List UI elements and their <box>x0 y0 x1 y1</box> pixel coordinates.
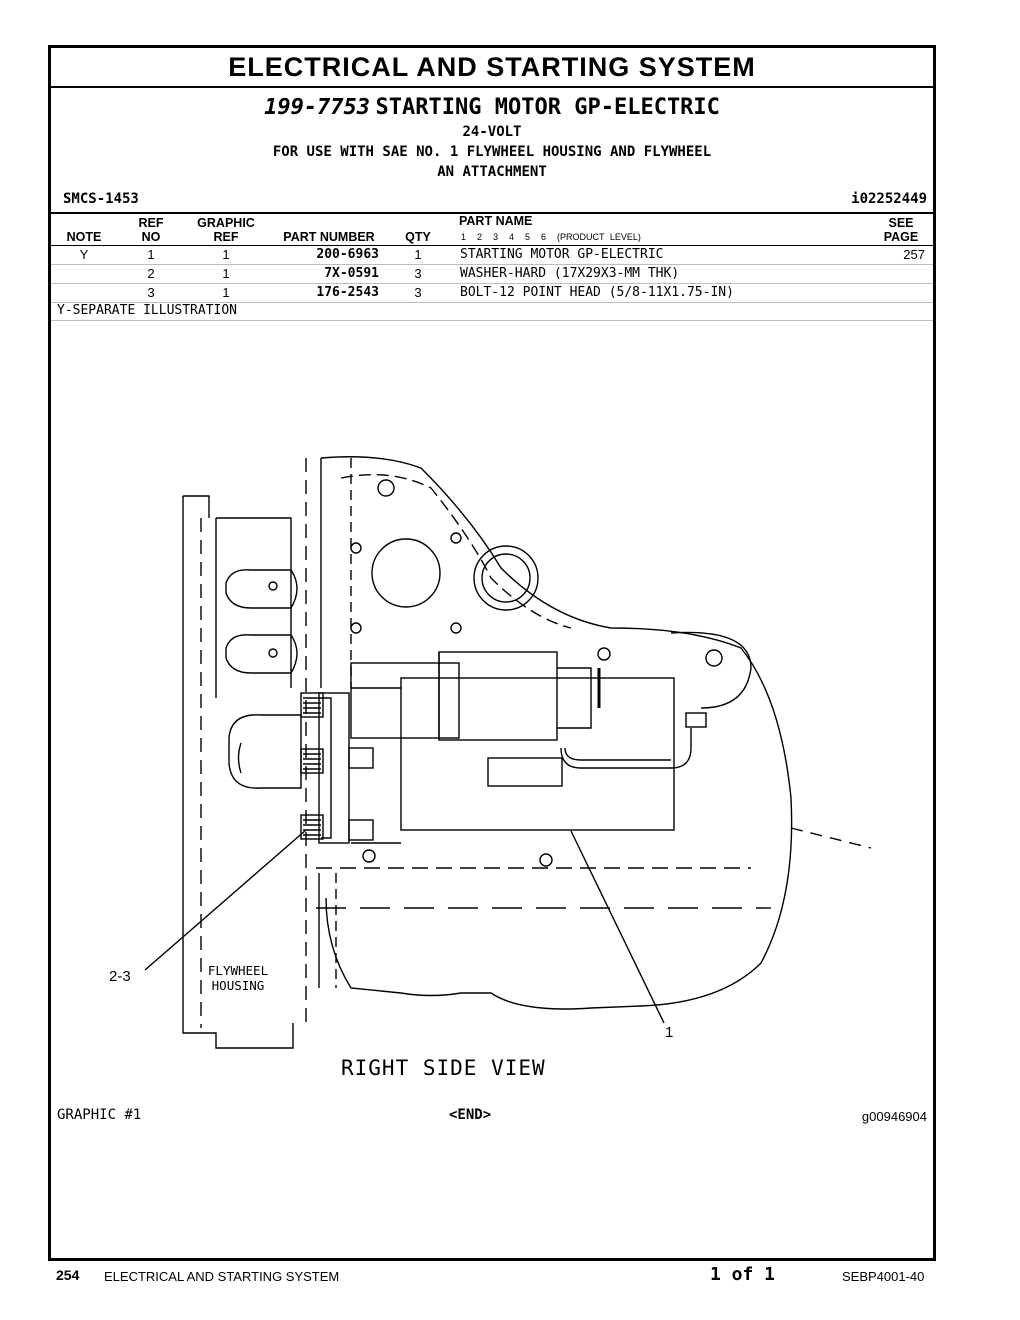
row-part-name: BOLT-12 POINT HEAD (5/8-11X1.75-IN) <box>460 285 734 300</box>
group-number: 199-7753 <box>264 95 371 120</box>
info-id: i02252449 <box>851 191 927 207</box>
row-qty: 3 <box>414 285 422 300</box>
row-qty: 3 <box>414 266 422 281</box>
col-see-page-header-top: SEE <box>888 216 914 230</box>
page-of-count: 1 of 1 <box>710 1264 776 1285</box>
table-header-rule <box>51 245 933 246</box>
table-row: 3 1 176-2543 3 BOLT-12 POINT HEAD (5/8-1… <box>51 284 933 302</box>
table-note: Y-SEPARATE ILLUSTRATION <box>57 303 238 318</box>
col-note-header: NOTE <box>66 230 102 244</box>
row-divider <box>51 264 933 265</box>
row-ref-no: 3 <box>147 285 155 300</box>
table-row: 2 1 7X-0591 3 WASHER-HARD (17X29X3-MM TH… <box>51 265 933 283</box>
leader-2-3 <box>144 829 307 971</box>
row-graphic-ref: 1 <box>222 266 230 281</box>
usage-line: FOR USE WITH SAE NO. 1 FLYWHEEL HOUSING … <box>272 144 712 160</box>
row-ref-no: 1 <box>147 247 155 262</box>
row-part-number: 176-2543 <box>316 285 379 300</box>
row-part-name: STARTING MOTOR GP-ELECTRIC <box>460 247 664 262</box>
flywheel-boss <box>225 569 298 609</box>
col-graphic-header-bottom: REF <box>213 230 239 244</box>
group-heading: 199-7753 STARTING MOTOR GP-ELECTRIC <box>51 94 933 120</box>
row-graphic-ref: 1 <box>222 285 230 300</box>
col-qty-header: QTY <box>405 230 431 244</box>
col-see-page-header-bottom: PAGE <box>883 230 919 244</box>
callout-2-3: 2-3 <box>109 968 131 985</box>
row-graphic-ref: 1 <box>222 247 230 262</box>
end-marker: <END> <box>449 1107 492 1123</box>
col-ref-header-top: REF <box>138 216 164 230</box>
table-top-rule <box>51 212 933 214</box>
row-part-name: WASHER-HARD (17X29X3-MM THK) <box>460 266 680 281</box>
starting-motor-illustration <box>144 456 872 1049</box>
footer-section-title: ELECTRICAL AND STARTING SYSTEM <box>104 1269 340 1284</box>
table-row: Y 1 1 200-6963 1 STARTING MOTOR GP-ELECT… <box>51 246 933 264</box>
engine-block-outline <box>320 456 793 1010</box>
title-divider <box>51 86 933 88</box>
starter-motor-body <box>400 677 675 831</box>
col-graphic-header-top: GRAPHIC <box>197 216 255 230</box>
col-part-name-header: PART NAME <box>459 214 533 228</box>
row-divider <box>51 283 933 284</box>
flywheel-housing-edge <box>182 496 294 1049</box>
row-part-number: 7X-0591 <box>324 266 379 281</box>
attachment-line: AN ATTACHMENT <box>437 164 547 180</box>
row-ref-no: 2 <box>147 266 155 281</box>
page-title: ELECTRICAL AND STARTING SYSTEM <box>228 52 756 82</box>
row-qty: 1 <box>414 247 422 262</box>
callout-1: 1 <box>665 1024 674 1041</box>
smcs-code: SMCS-1453 <box>63 191 139 207</box>
row-divider <box>51 302 933 303</box>
flywheel-label-line1: FLYWHEEL <box>207 963 269 978</box>
block-port <box>371 538 441 608</box>
page-frame: ELECTRICAL AND STARTING SYSTEM 199-7753 … <box>48 45 936 1261</box>
page-number: 254 <box>56 1267 80 1283</box>
col-ref-header-bottom: NO <box>141 230 161 244</box>
leader-1 <box>570 830 665 1024</box>
graphic-label: GRAPHIC #1 <box>57 1107 142 1123</box>
solenoid <box>350 662 460 739</box>
graphic-id: g00946904 <box>861 1109 927 1124</box>
row-part-number: 200-6963 <box>316 247 379 262</box>
flywheel-label-line2: HOUSING <box>211 978 265 993</box>
col-part-number-header: PART NUMBER <box>283 230 375 244</box>
product-level-scale: 1 2 3 4 5 6 (PRODUCT LEVEL) <box>461 232 641 242</box>
row-note: Y <box>79 247 89 262</box>
row-see-page: 257 <box>903 247 925 262</box>
row-divider <box>51 320 933 321</box>
document-id: SEBP4001-40 <box>842 1269 925 1284</box>
voltage-line: 24-VOLT <box>462 124 522 140</box>
group-name: STARTING MOTOR GP-ELECTRIC <box>375 95 720 120</box>
view-label: RIGHT SIDE VIEW <box>341 1056 546 1080</box>
